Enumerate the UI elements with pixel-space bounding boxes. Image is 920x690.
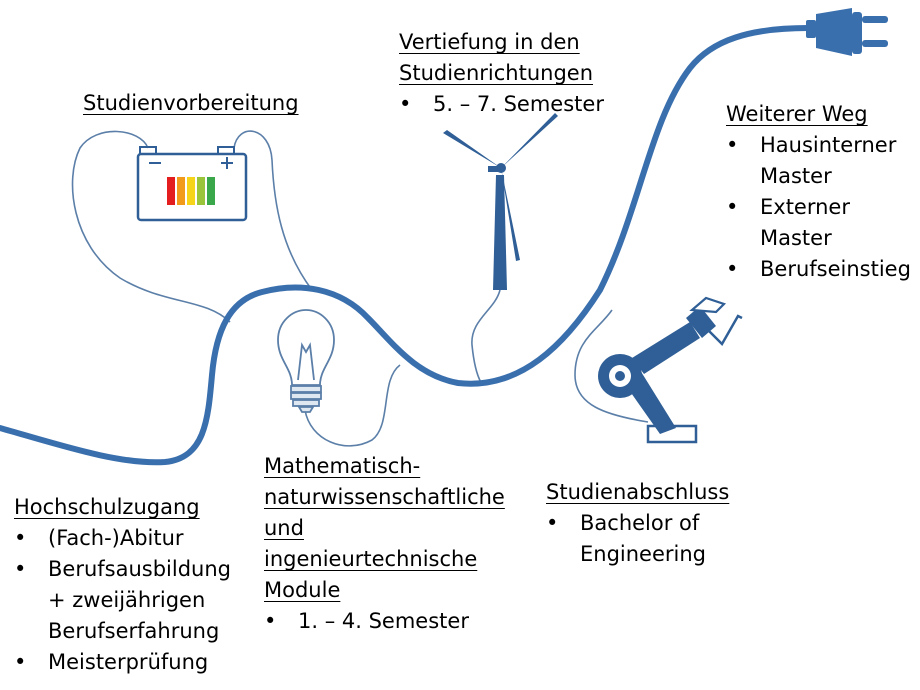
list-item: Berufsausbildung + zweijährigen Berufser…	[14, 554, 231, 647]
section-vertiefung: Vertiefung in den Studienrichtungen 5. –…	[399, 27, 604, 120]
wind-turbine-icon	[443, 113, 558, 290]
bullet-list: Hausinterner Master Externer Master Beru…	[726, 130, 911, 285]
section-title-line: Vertiefung in den	[399, 30, 580, 54]
bullet-list: Bachelor of Engineering	[546, 508, 729, 570]
battery-icon	[136, 146, 248, 222]
main-cable	[0, 25, 811, 466]
robot-arm-icon	[598, 296, 743, 444]
section-weiterer-weg: Weiterer Weg Hausinterner Master Externe…	[726, 99, 911, 285]
bullet-list: 1. – 4. Semester	[264, 606, 505, 637]
list-item: Berufseinstieg	[726, 254, 911, 285]
section-studienabschluss: Studienabschluss Bachelor of Engineering	[546, 477, 729, 570]
section-title-line: Module	[264, 578, 341, 602]
section-hochschulzugang: Hochschulzugang (Fach-)Abitur Berufsausb…	[14, 492, 231, 678]
section-title-line: Mathematisch-	[264, 454, 421, 478]
thin-wires	[71, 130, 649, 447]
list-item: (Fach-)Abitur	[14, 523, 231, 554]
section-title: Weiterer Weg	[726, 102, 868, 126]
section-module: Mathematisch- naturwissenschaftliche und…	[264, 451, 505, 637]
section-title: Hochschulzugang	[14, 495, 200, 519]
section-title-line: ingenieurtechnische	[264, 547, 478, 571]
list-item: Externer Master	[726, 192, 911, 254]
section-title-line: naturwissenschaftliche	[264, 485, 505, 509]
list-item: Bachelor of Engineering	[546, 508, 729, 570]
light-bulb-icon	[277, 309, 335, 413]
bullet-list: 5. – 7. Semester	[399, 89, 604, 120]
list-item: Hausinterner Master	[726, 130, 911, 192]
bullet-list: (Fach-)Abitur Berufsausbildung + zweijäh…	[14, 523, 231, 678]
list-item: Meisterprüfung	[14, 647, 231, 678]
section-studienvorbereitung: Studienvorbereitung	[83, 88, 299, 119]
section-title: Studienabschluss	[546, 480, 730, 504]
list-item: 1. – 4. Semester	[264, 606, 505, 637]
section-title-line: Studienrichtungen	[399, 61, 594, 85]
power-plug-icon	[806, 8, 888, 56]
list-item: 5. – 7. Semester	[399, 89, 604, 120]
section-title: Studienvorbereitung	[83, 91, 299, 115]
section-title-line: und	[264, 516, 304, 540]
